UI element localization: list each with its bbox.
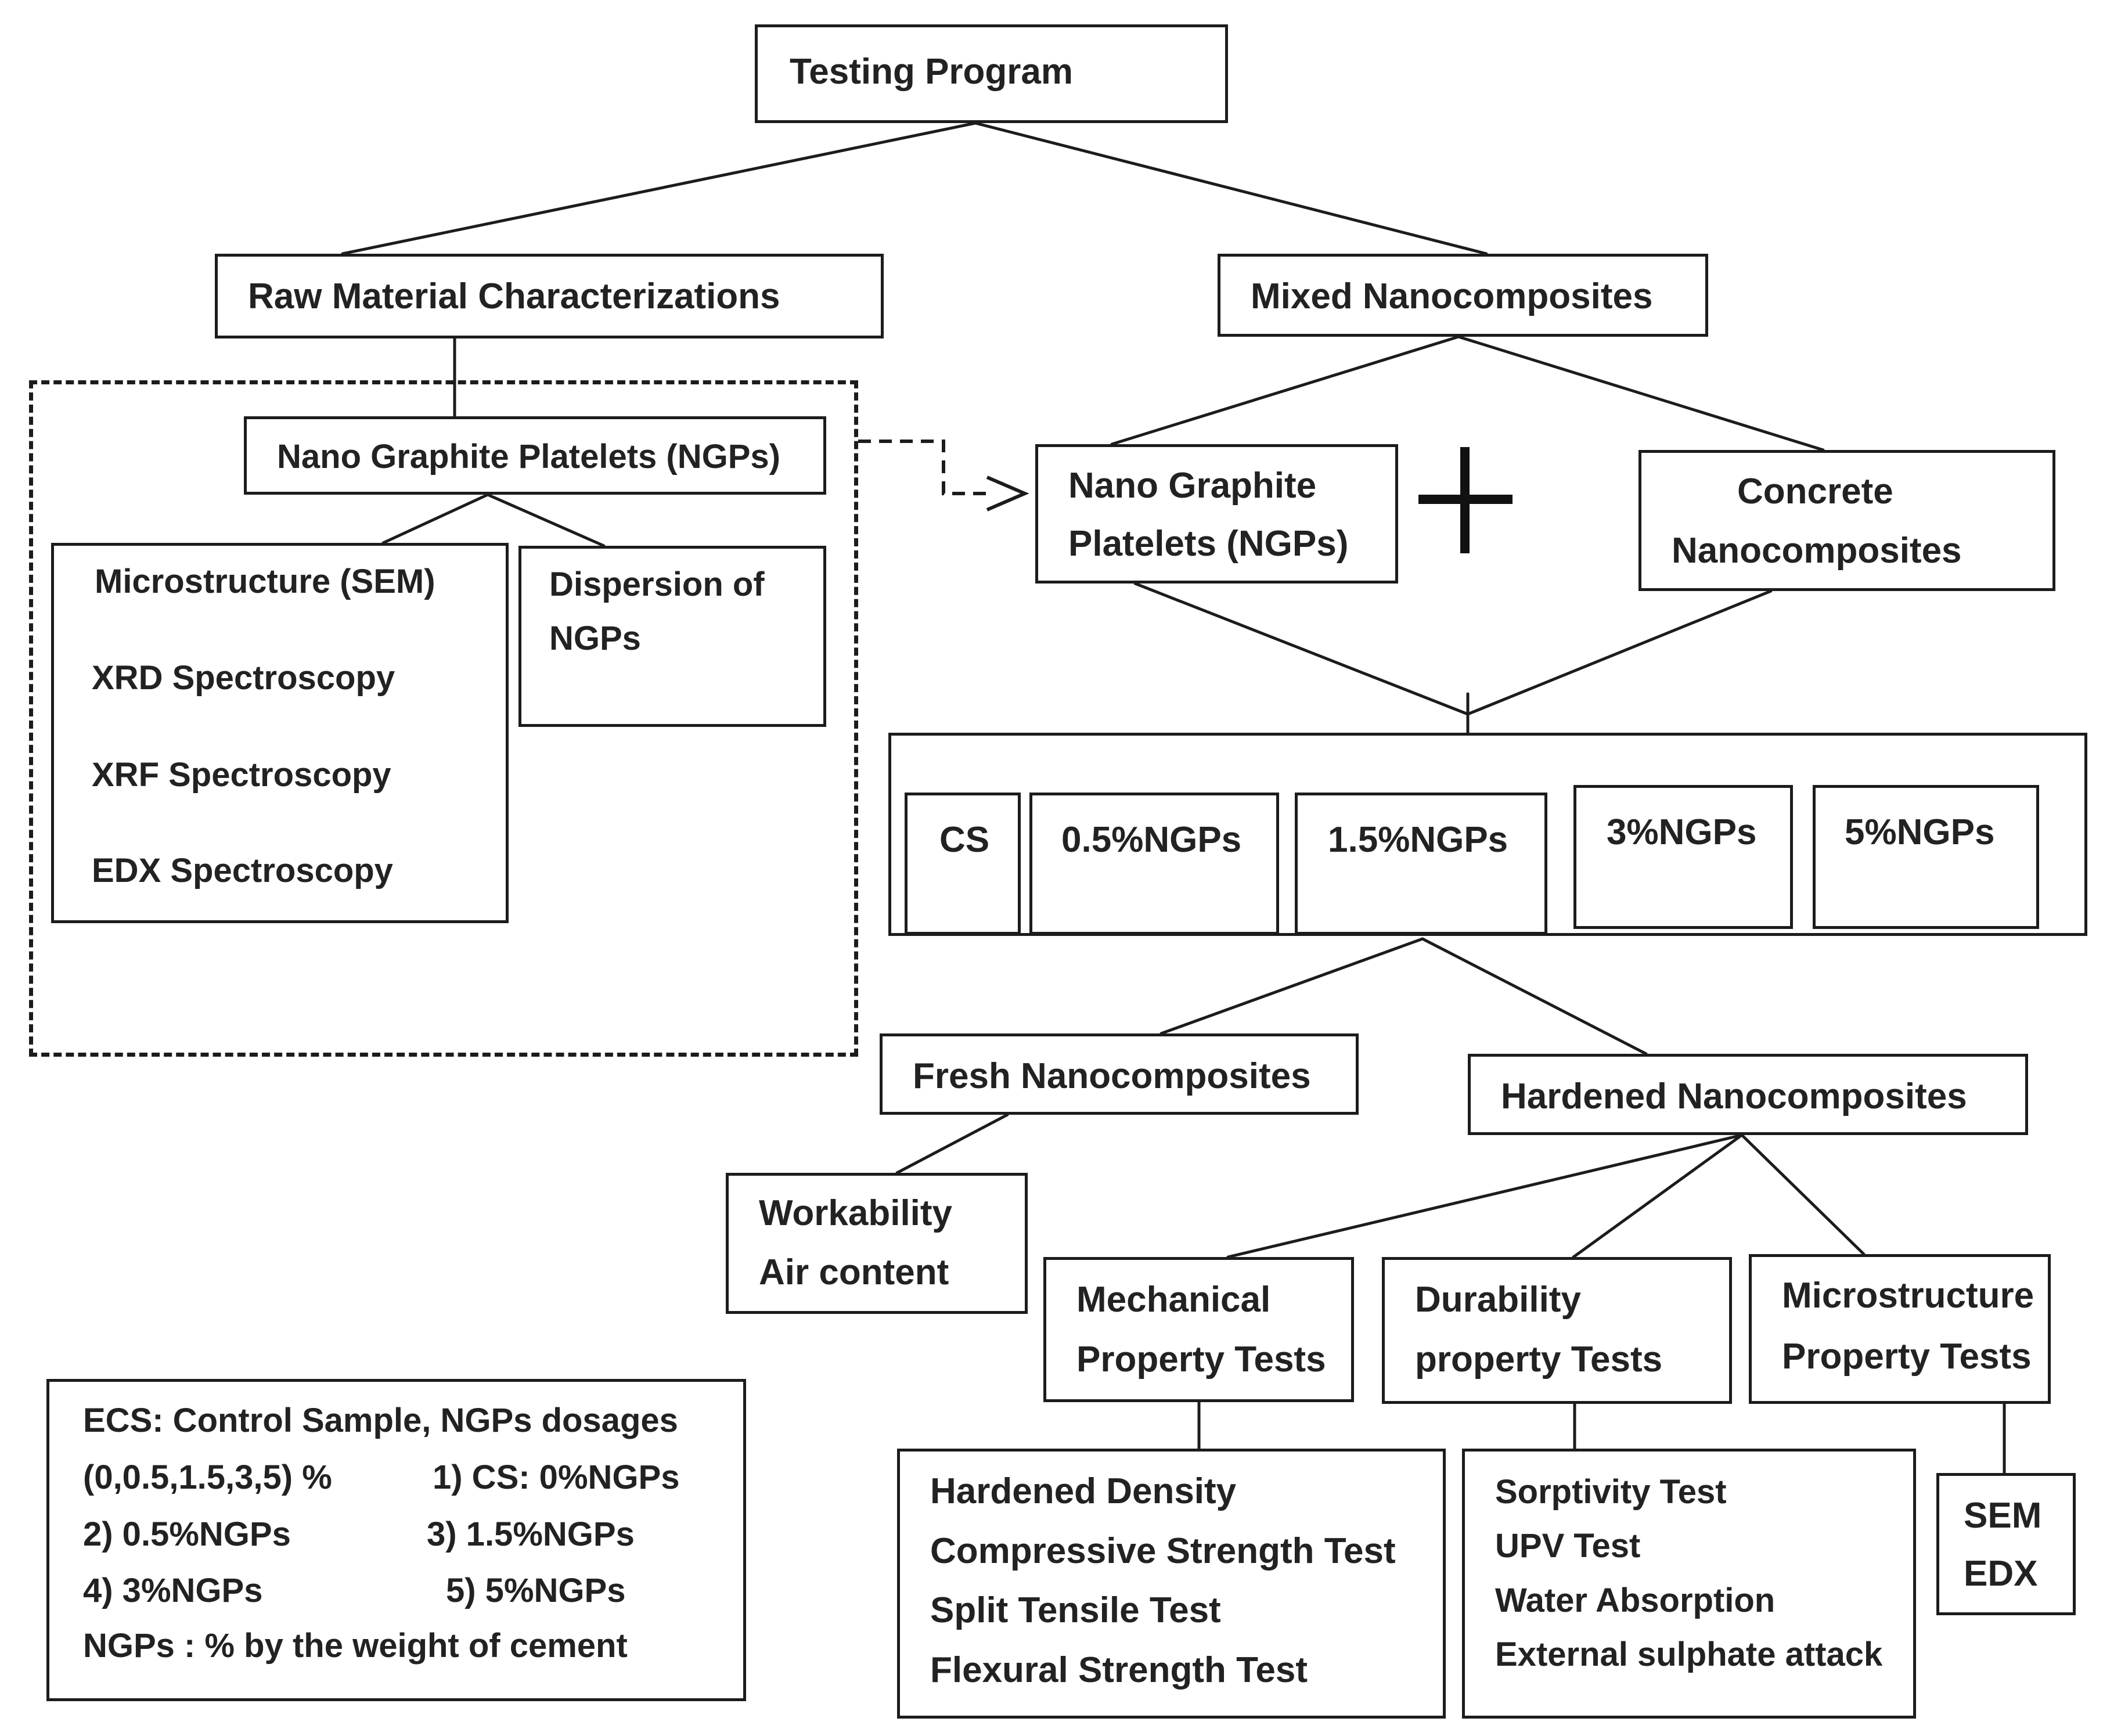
mix-5: 5%NGPs — [1813, 785, 2039, 929]
mechanical-line-1: Mechanical — [1076, 1280, 1271, 1320]
fresh-test-air-content: Air content — [759, 1252, 949, 1292]
legend-line-3: 4) 3%NGPs — [83, 1572, 263, 1609]
connector-hardened-durability — [1572, 1133, 1744, 1259]
hardened-nanocomposites-node: Hardened Nanocomposites — [1468, 1054, 2028, 1135]
mixed-nanocomposites-node: Mixed Nanocomposites — [1218, 254, 1708, 337]
testing-program-node: Testing Program — [755, 24, 1228, 123]
fresh-tests-node: Workability Air content — [726, 1173, 1028, 1314]
dispersion-node: Dispersion of NGPs — [518, 546, 826, 727]
raw-test-sem: Microstructure (SEM) — [95, 563, 435, 600]
connector-ngps-merge — [1133, 582, 1470, 716]
mechanical-tests-node: Mechanical Property Tests — [1043, 1257, 1354, 1402]
mix-0-5: 0.5%NGPs — [1029, 793, 1279, 935]
mechanical-test-density: Hardened Density — [930, 1471, 1237, 1511]
microstructure-test-list: SEM EDX — [1936, 1473, 2076, 1615]
mix-cs: CS — [905, 793, 1021, 935]
dispersion-line-2: NGPs — [549, 620, 641, 657]
legend-box: ECS: Control Sample, NGPs dosages (0,0.5… — [46, 1379, 746, 1701]
legend-line-5: 5) 5%NGPs — [446, 1572, 626, 1609]
microstructure-test-sem: SEM — [1964, 1496, 2042, 1536]
mixed-ngps-node: Nano Graphite Platelets (NGPs) — [1035, 444, 1398, 584]
durability-test-sorptivity: Sorptivity Test — [1495, 1473, 1727, 1511]
legend-line-ngps: NGPs : % by the weight of cement — [83, 1627, 628, 1665]
connector-hardened-mechanical — [1226, 1133, 1744, 1259]
legend-line-dosages: (0,0.5,1.5,3,5) % — [83, 1458, 332, 1496]
concrete-line-2: Nanocomposites — [1672, 531, 1962, 571]
mixed-nanocomposites-label: Mixed Nanocomposites — [1251, 276, 1653, 316]
connector-title-mixed — [974, 121, 1488, 255]
mechanical-test-flexural: Flexural Strength Test — [930, 1650, 1308, 1690]
legend-line-0-5: 2) 0.5%NGPs — [83, 1515, 291, 1553]
dispersion-line-1: Dispersion of — [549, 566, 765, 603]
legend-line-ecs: ECS: Control Sample, NGPs dosages — [83, 1402, 678, 1439]
mix-3-label: 3%NGPs — [1607, 812, 1757, 852]
raw-material-label: Raw Material Characterizations — [248, 276, 780, 316]
hardened-nanocomposites-label: Hardened Nanocomposites — [1501, 1076, 1967, 1116]
microstructure-tests-node: Microstructure Property Tests — [1749, 1254, 2051, 1404]
raw-material-node: Raw Material Characterizations — [215, 254, 884, 338]
connector-title-raw — [341, 121, 977, 255]
plus-icon — [1418, 447, 1513, 553]
legend-line-1-5: 3) 1.5%NGPs — [427, 1515, 635, 1553]
fresh-test-workability: Workability — [759, 1193, 953, 1233]
mechanical-test-split-tensile: Split Tensile Test — [930, 1590, 1221, 1630]
mechanical-line-2: Property Tests — [1076, 1339, 1326, 1380]
raw-ngps-node: Nano Graphite Platelets (NGPs) — [244, 416, 826, 495]
connector-mix-fresh — [1159, 937, 1424, 1035]
mix-0-5-label: 0.5%NGPs — [1061, 820, 1242, 860]
legend-line-cs: 1) CS: 0%NGPs — [433, 1458, 680, 1496]
raw-tests-node: Microstructure (SEM) XRD Spectroscopy XR… — [51, 543, 509, 923]
durability-line-1: Durability — [1415, 1280, 1581, 1320]
dashed-arrow — [858, 440, 987, 495]
connector-ngps-tests — [381, 493, 489, 545]
raw-test-xrf: XRF Spectroscopy — [92, 756, 391, 794]
mix-1-5: 1.5%NGPs — [1295, 793, 1547, 935]
arrowhead — [986, 476, 1029, 512]
durability-test-list: Sorptivity Test UPV Test Water Absorptio… — [1462, 1449, 1916, 1719]
connector-mixed-ngps — [1110, 335, 1460, 446]
concrete-nanocomposites-node: Concrete Nanocomposites — [1639, 450, 2055, 591]
mixed-ngps-line-1: Nano Graphite — [1068, 466, 1317, 506]
mix-5-label: 5%NGPs — [1845, 812, 1995, 852]
connector-mix-hardened — [1421, 937, 1648, 1056]
raw-test-edx: EDX Spectroscopy — [92, 852, 393, 889]
durability-line-2: property Tests — [1415, 1339, 1663, 1380]
mix-cs-label: CS — [939, 820, 990, 860]
raw-ngps-label: Nano Graphite Platelets (NGPs) — [277, 438, 780, 476]
microstructure-test-edx: EDX — [1964, 1554, 2038, 1594]
mechanical-test-compressive: Compressive Strength Test — [930, 1531, 1396, 1571]
durability-tests-node: Durability property Tests — [1382, 1257, 1732, 1404]
mix-3: 3%NGPs — [1573, 785, 1793, 929]
testing-program-label: Testing Program — [790, 52, 1074, 92]
fresh-nanocomposites-label: Fresh Nanocomposites — [913, 1056, 1311, 1096]
connector-concrete-merge — [1466, 589, 1773, 716]
fresh-nanocomposites-node: Fresh Nanocomposites — [880, 1033, 1359, 1115]
raw-test-xrd: XRD Spectroscopy — [92, 659, 395, 697]
mixed-ngps-line-2: Platelets (NGPs) — [1068, 524, 1349, 564]
connector-fresh-workability — [895, 1113, 1009, 1175]
connector-hardened-microstructure — [1740, 1133, 1866, 1256]
microstructure-line-2: Property Tests — [1782, 1337, 2032, 1377]
mix-1-5-label: 1.5%NGPs — [1328, 820, 1508, 860]
mechanical-test-list: Hardened Density Compressive Strength Te… — [897, 1449, 1446, 1719]
connector-mixed-concrete — [1457, 335, 1825, 452]
connector-ngps-dispersion — [486, 493, 606, 548]
durability-test-sulphate: External sulphate attack — [1495, 1636, 1883, 1673]
durability-test-upv: UPV Test — [1495, 1527, 1641, 1565]
microstructure-line-1: Microstructure — [1782, 1276, 2034, 1316]
raw-material-dashed-region — [29, 380, 858, 1057]
durability-test-water-absorption: Water Absorption — [1495, 1582, 1776, 1619]
concrete-line-1: Concrete — [1737, 471, 1893, 512]
